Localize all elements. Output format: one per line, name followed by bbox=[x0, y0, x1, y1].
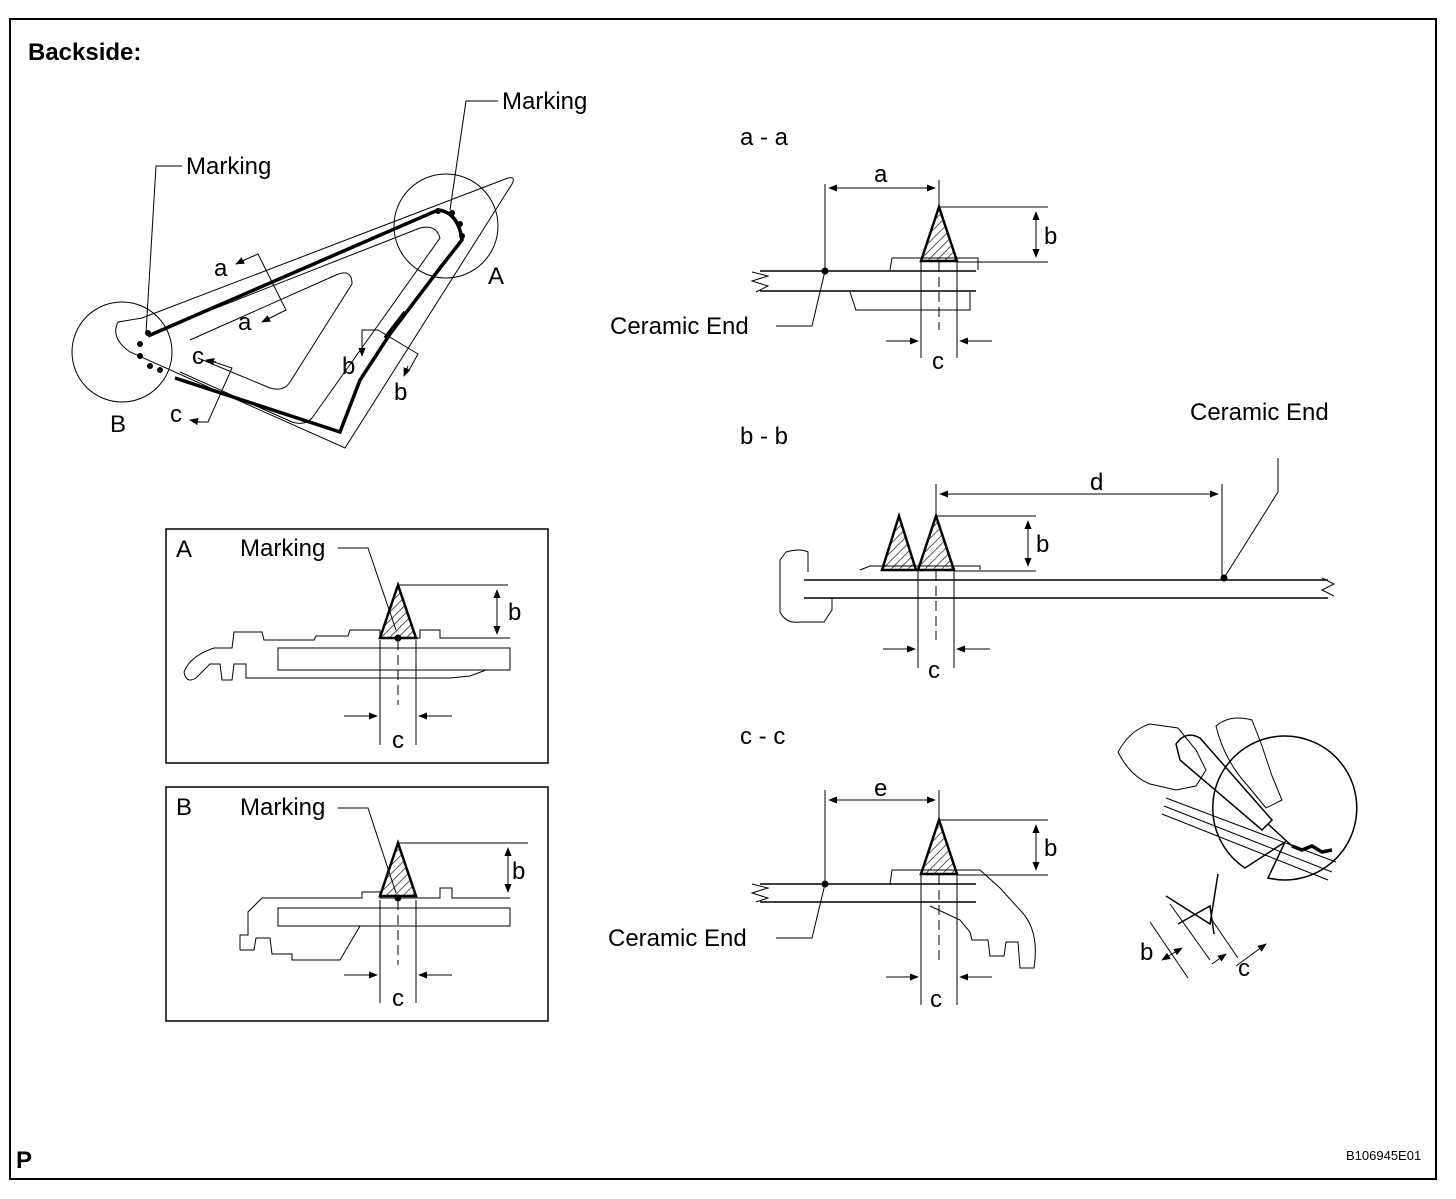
section-cut-c: c c bbox=[170, 343, 233, 428]
zoom-bubble bbox=[1212, 735, 1358, 881]
page-title: Backside: bbox=[28, 39, 141, 66]
svg-text:c: c bbox=[170, 401, 182, 428]
hand-icon bbox=[1117, 723, 1207, 791]
detail-box-a: A Marking b c bbox=[165, 528, 549, 764]
detail-a-marking: Marking bbox=[240, 535, 325, 562]
overview-label-a: A bbox=[488, 263, 504, 290]
detail-b-marking: Marking bbox=[240, 794, 325, 821]
svg-text:b: b bbox=[1044, 835, 1057, 862]
bead-b bbox=[378, 839, 418, 898]
svg-text:d: d bbox=[1090, 469, 1103, 496]
bead-bb-2 bbox=[916, 512, 956, 572]
svg-text:c: c bbox=[192, 343, 204, 370]
bead-a bbox=[378, 581, 418, 640]
svg-text:a: a bbox=[238, 309, 252, 336]
section-cut-b: b b bbox=[342, 329, 419, 406]
svg-text:c: c bbox=[392, 985, 404, 1012]
svg-text:b: b bbox=[342, 353, 355, 380]
page-border bbox=[9, 18, 1437, 1180]
section-cc-heading: c - c bbox=[740, 723, 785, 750]
detail-a-letter: A bbox=[176, 536, 192, 563]
svg-text:a: a bbox=[874, 161, 888, 188]
bead-cc bbox=[919, 816, 959, 876]
figure-id: B106945E01 bbox=[1346, 1148, 1421, 1163]
detail-circle-a bbox=[393, 173, 499, 279]
marking-leader-top bbox=[449, 100, 498, 211]
bead-bb-1 bbox=[880, 511, 918, 572]
svg-text:e: e bbox=[874, 775, 887, 802]
applicator-illustration: b c bbox=[1117, 717, 1358, 982]
section-cut-a: a a bbox=[214, 253, 287, 336]
section-bb-heading: b - b bbox=[740, 423, 788, 450]
section-bb-ceramic-end: Ceramic End bbox=[1190, 399, 1329, 426]
svg-text:c: c bbox=[932, 348, 944, 375]
marking-dots-b bbox=[137, 330, 163, 373]
svg-text:b: b bbox=[508, 599, 521, 626]
overview-marking-top: Marking bbox=[502, 88, 587, 115]
section-cc: c - c e b c Ceramic End bbox=[608, 723, 1057, 1013]
svg-text:c: c bbox=[1238, 955, 1250, 982]
detail-box-b: B Marking b c bbox=[165, 786, 549, 1022]
svg-text:c: c bbox=[392, 727, 404, 754]
svg-text:c: c bbox=[930, 986, 942, 1013]
hand-icon-2 bbox=[1215, 717, 1283, 809]
svg-text:b: b bbox=[1140, 939, 1153, 966]
section-aa: a - a a b c Ceramic End bbox=[610, 124, 1057, 375]
section-aa-heading: a - a bbox=[740, 124, 789, 151]
svg-text:c: c bbox=[928, 657, 940, 684]
detail-b-letter: B bbox=[176, 794, 192, 821]
svg-text:a: a bbox=[214, 255, 228, 282]
svg-text:b: b bbox=[394, 379, 407, 406]
footer-code: P bbox=[16, 1147, 32, 1174]
bead-aa bbox=[919, 203, 959, 263]
overview-marking-left: Marking bbox=[186, 153, 271, 180]
marking-dots-a bbox=[435, 208, 465, 239]
glass-overview: A B Marking Marking a a b b c c bbox=[71, 88, 587, 449]
svg-text:b: b bbox=[1044, 223, 1057, 250]
section-cc-ceramic-end: Ceramic End bbox=[608, 925, 747, 952]
overview-label-b: B bbox=[110, 411, 126, 438]
sealant-gun-icon bbox=[1175, 734, 1274, 832]
section-bb: b - b Ceramic End d b c bbox=[740, 399, 1336, 684]
svg-text:b: b bbox=[512, 858, 525, 885]
section-aa-ceramic-end: Ceramic End bbox=[610, 313, 749, 340]
detail-circle-b bbox=[71, 301, 173, 403]
svg-text:b: b bbox=[1036, 531, 1049, 558]
marking-leader-left bbox=[145, 165, 182, 334]
